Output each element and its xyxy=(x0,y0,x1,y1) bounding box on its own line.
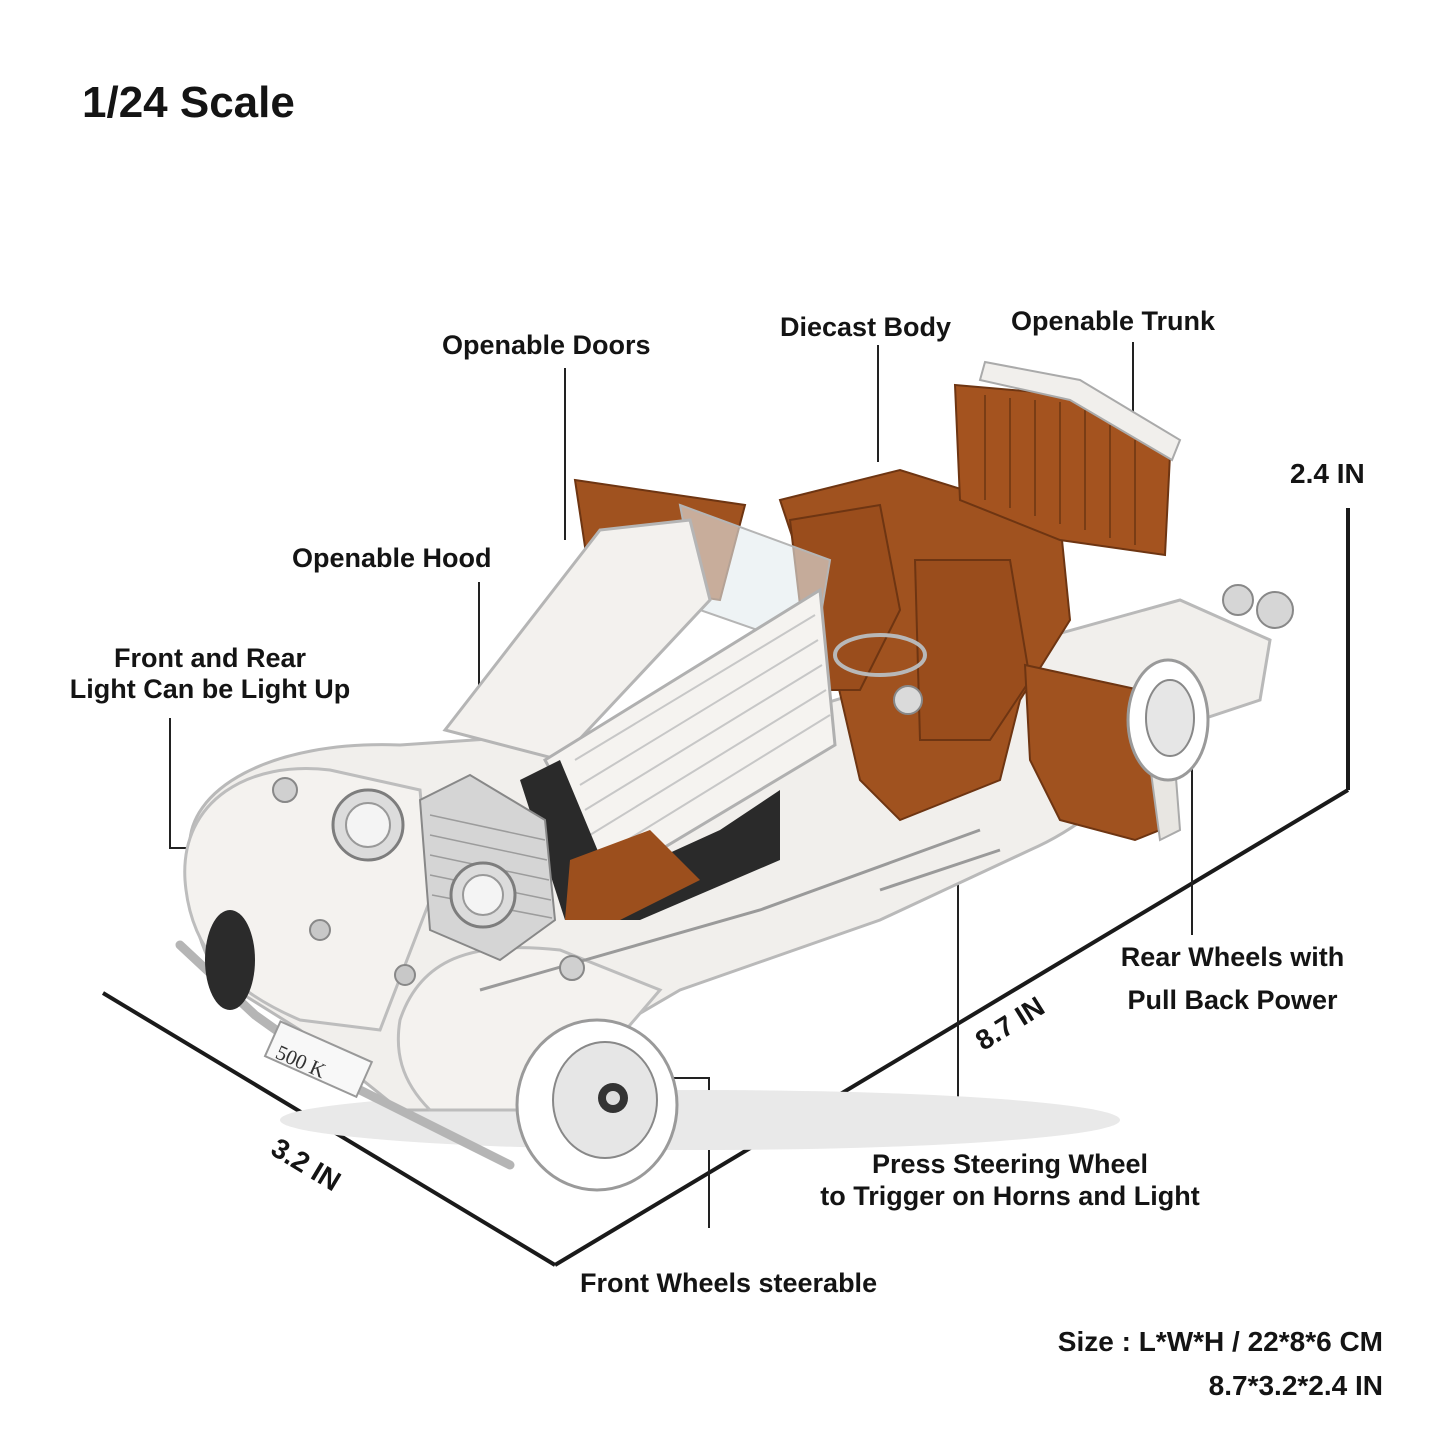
label-steering-line2: to Trigger on Horns and Light xyxy=(820,1181,1200,1211)
front-left-tire xyxy=(205,910,255,1010)
label-steering: Press Steering Wheel to Trigger on Horns… xyxy=(780,1148,1240,1212)
size-line1: Size : L*W*H / 22*8*6 CM xyxy=(1057,1326,1383,1357)
car-body xyxy=(175,360,1294,1192)
label-front-wheels: Front Wheels steerable xyxy=(580,1268,878,1298)
size-info: Size : L*W*H / 22*8*6 CM 8.7*3.2*2.4 IN xyxy=(1058,1320,1383,1408)
label-openable-hood: Openable Hood xyxy=(292,543,492,573)
dimension-height: 2.4 IN xyxy=(1290,458,1365,489)
headlights xyxy=(272,584,1294,986)
label-steering-line1: Press Steering Wheel xyxy=(871,1149,1149,1179)
label-diecast-body: Diecast Body xyxy=(780,312,952,342)
label-front-rear-light-line1: Front and Rear xyxy=(113,643,307,673)
label-front-rear-light: Front and Rear Light Can be Light Up xyxy=(40,643,380,705)
label-openable-trunk: Openable Trunk xyxy=(1011,306,1216,336)
page-title: 1/24 Scale xyxy=(82,78,295,127)
front-wheel xyxy=(515,1018,679,1192)
label-rear-wheels-line1: Rear Wheels with xyxy=(1120,942,1345,972)
label-rear-wheels: Rear Wheels with Pull Back Power xyxy=(1090,936,1375,1022)
rear-wheel xyxy=(1126,658,1210,782)
size-line2: 8.7*3.2*2.4 IN xyxy=(1208,1370,1383,1401)
label-rear-wheels-line2: Pull Back Power xyxy=(1127,985,1338,1015)
label-openable-doors: Openable Doors xyxy=(442,330,651,360)
label-front-rear-light-line2: Light Can be Light Up xyxy=(69,674,351,704)
